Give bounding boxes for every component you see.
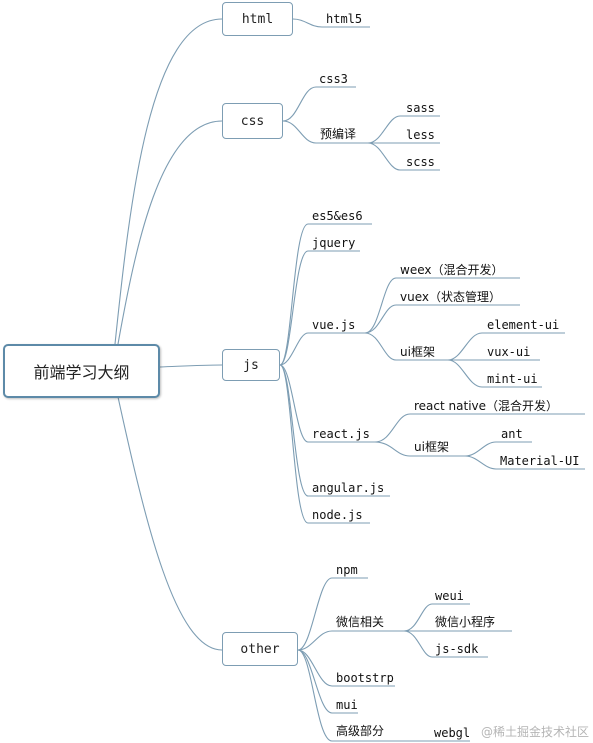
node-react[interactable]: react.js (312, 427, 370, 441)
root-node-label: 前端学习大纲 (33, 363, 130, 382)
node-sass[interactable]: sass (406, 101, 435, 115)
connector-html-html5 (292, 18, 370, 28)
node-scss[interactable]: scss (406, 155, 435, 169)
connector-other-advanced (297, 649, 400, 742)
connector-other-npm (297, 577, 368, 651)
node-jquery[interactable]: jquery (312, 236, 356, 250)
node-bootstrap[interactable]: bootstrp (336, 671, 394, 685)
connector-ui-mint (447, 359, 542, 388)
connector-css-preprocessor (282, 120, 368, 144)
node-element-ui[interactable]: element-ui (487, 318, 560, 332)
connector-wechat-weui (403, 603, 470, 632)
root-node[interactable]: 前端学习大纲 (3, 344, 160, 398)
branch-js-label: js (243, 357, 259, 373)
connector-ui-element (447, 332, 565, 361)
connector-rui-material (464, 455, 585, 470)
node-angular[interactable]: angular.js (312, 481, 385, 495)
branch-other-label: other (240, 641, 280, 657)
node-webgl[interactable]: webgl (434, 726, 471, 740)
node-es5-es6[interactable]: es5&es6 (312, 209, 363, 223)
branch-html-node[interactable]: html (222, 2, 293, 36)
node-vuex[interactable]: vuex（状态管理） (400, 290, 501, 304)
node-material-ui[interactable]: Material-UI (500, 454, 580, 468)
connector-vue-weex (364, 277, 520, 334)
connector-other-mui (297, 649, 358, 714)
connector-root-html (114, 18, 223, 345)
connector-js-react (279, 364, 375, 443)
watermark-text: @稀土掘金技术社区 (480, 725, 589, 739)
node-ant[interactable]: ant (501, 427, 523, 441)
branch-css-node[interactable]: css (222, 103, 283, 139)
node-react-ui-framework[interactable]: ui框架 (414, 440, 449, 454)
connector-root-css (117, 120, 223, 345)
node-vux-ui[interactable]: vux-ui (487, 345, 531, 359)
branch-css-label: css (240, 113, 265, 129)
node-js-sdk[interactable]: js-sdk (435, 642, 479, 656)
node-weui[interactable]: weui (435, 589, 464, 603)
branch-other-node[interactable]: other (222, 632, 298, 666)
node-preprocessor[interactable]: 预编译 (320, 127, 357, 141)
connector-rui-ant (464, 441, 532, 457)
node-vue[interactable]: vue.js (312, 318, 356, 332)
node-react-native[interactable]: react native（混合开发） (414, 399, 559, 413)
connector-react-ui (374, 441, 465, 457)
node-css3[interactable]: css3 (319, 72, 348, 86)
connector-react-native (374, 413, 585, 443)
node-node[interactable]: node.js (312, 508, 363, 522)
node-mui[interactable]: mui (336, 698, 358, 712)
connector-root-js (159, 364, 223, 368)
connector-js-jquery (279, 250, 360, 366)
connector-preprocessor-scss (367, 142, 440, 171)
connector-vue-ui (364, 332, 448, 361)
node-npm[interactable]: npm (336, 563, 358, 577)
branch-js-node[interactable]: js (222, 349, 280, 381)
connector-other-bootstrap (297, 649, 395, 687)
node-advanced[interactable]: 高级部分 (336, 724, 385, 738)
node-wechat[interactable]: 微信相关 (336, 615, 385, 629)
connector-wechat-jssdk (403, 630, 488, 658)
node-less[interactable]: less (406, 128, 435, 142)
node-html5[interactable]: html5 (326, 12, 363, 26)
connector-css-css3 (282, 86, 356, 122)
connector-js-vue (279, 332, 365, 366)
connector-preprocessor-sass (367, 115, 440, 144)
connector-other-wechat (297, 630, 404, 651)
connector-vue-vuex (364, 304, 520, 334)
connector-root-other (117, 396, 223, 651)
branch-html-label: html (241, 11, 274, 27)
node-mint-ui[interactable]: mint-ui (487, 372, 538, 386)
node-weex[interactable]: weex（混合开发） (400, 263, 504, 277)
connector-js-node (279, 364, 370, 524)
connector-js-es (279, 223, 372, 366)
node-vue-ui-framework[interactable]: ui框架 (400, 345, 435, 359)
node-miniprogram[interactable]: 微信小程序 (435, 615, 496, 629)
